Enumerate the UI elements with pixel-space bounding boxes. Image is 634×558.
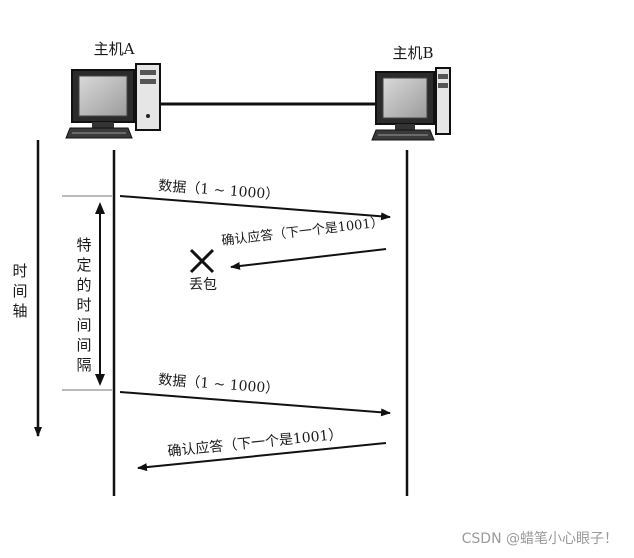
interval-char: 间 bbox=[76, 316, 91, 334]
interval-char: 间 bbox=[76, 336, 91, 354]
data-message-2-arrow bbox=[119, 391, 391, 417]
packet-lost-icon bbox=[189, 248, 215, 274]
ack-message-2-arrow bbox=[137, 442, 387, 472]
host-a-label: 主机A bbox=[94, 40, 135, 58]
host-b-label: 主机B bbox=[392, 44, 433, 62]
interval-char: 时 bbox=[76, 296, 91, 314]
time-axis-label: 时 间 轴 bbox=[12, 262, 27, 320]
ack-message-1-label: 确认应答（下一个是1001） bbox=[221, 214, 385, 249]
time-axis-char: 时 bbox=[12, 262, 27, 280]
interval-arrow-top-head bbox=[95, 202, 105, 214]
interval-char: 特 bbox=[76, 236, 91, 254]
interval-arrow-bottom-head bbox=[95, 374, 105, 386]
ack-message-1-arrow bbox=[230, 248, 387, 270]
interval-label: 特 定 的 时 间 间 隔 bbox=[76, 236, 91, 374]
data-message-2-label: 数据（1 ~ 1000） bbox=[158, 372, 280, 397]
packet-lost-label: 丢包 bbox=[189, 277, 217, 293]
time-axis-char: 轴 bbox=[12, 302, 27, 320]
time-axis-char: 间 bbox=[12, 282, 27, 300]
data-message-1-arrow bbox=[119, 195, 391, 221]
interval-char: 隔 bbox=[76, 356, 91, 374]
interval-char: 定 bbox=[76, 256, 91, 274]
host-b-computer-icon bbox=[371, 67, 451, 141]
interval-char: 的 bbox=[76, 276, 91, 294]
host-a-computer-icon bbox=[65, 63, 161, 139]
csdn-watermark: CSDN @蜡笔小心眼子！ bbox=[461, 531, 618, 547]
ack-message-2-label: 确认应答（下一个是1001） bbox=[167, 426, 343, 460]
